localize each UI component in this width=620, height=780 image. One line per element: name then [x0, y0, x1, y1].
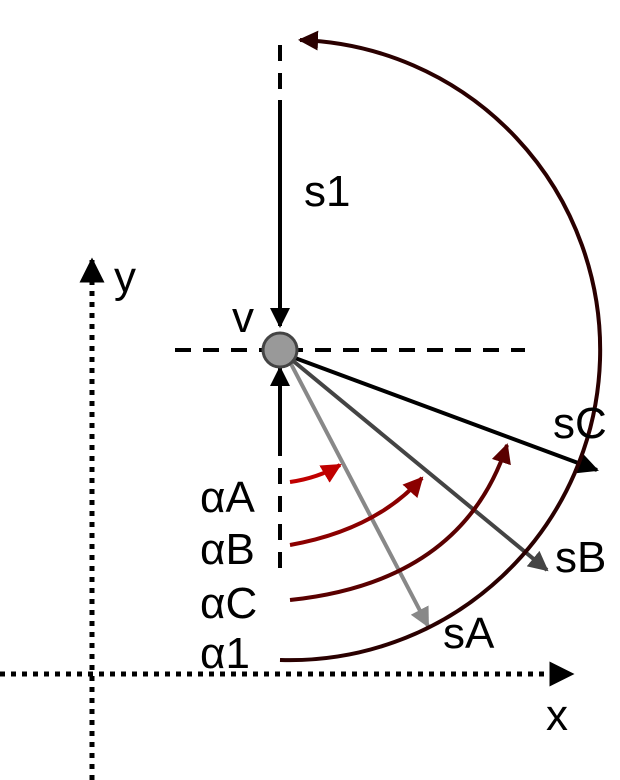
s1-label: s1 — [304, 167, 350, 216]
sC-label: sC — [553, 399, 607, 448]
x-axis-label: x — [546, 691, 568, 740]
sC-vector — [294, 356, 599, 474]
alpha1-label: α1 — [200, 629, 250, 678]
sA-label: sA — [443, 609, 495, 658]
alphaB-arc — [289, 476, 424, 547]
alphaC-arc — [289, 443, 511, 602]
y-axis-label: y — [114, 253, 136, 302]
vertex-point — [261, 331, 299, 369]
alphaA-label: αA — [200, 473, 255, 522]
vertex-label: v — [232, 293, 254, 342]
alpha1-arc — [279, 30, 603, 663]
alphaA-arc — [289, 463, 342, 484]
alphaC-label: αC — [200, 579, 257, 628]
sB-label: sB — [555, 533, 606, 582]
sB-vector — [290, 358, 549, 572]
alphaB-label: αB — [200, 525, 255, 574]
sA-vector — [288, 361, 430, 628]
